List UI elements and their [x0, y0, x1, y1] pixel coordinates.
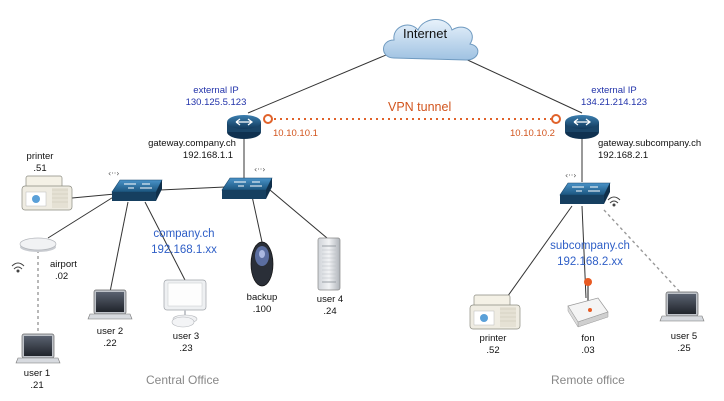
airport-name: airport — [50, 259, 77, 270]
remote-external-ip: 134.21.214.123 — [580, 97, 648, 108]
printer-ip: .51 — [33, 163, 47, 174]
remote-printer-name: printer — [479, 333, 507, 344]
svg-text:‹··›: ‹··› — [108, 169, 119, 178]
cloud-icon — [383, 19, 479, 61]
router-icon — [565, 115, 599, 139]
central-external-ip-label: external IP — [193, 85, 239, 96]
wifi-icon — [607, 196, 621, 207]
link-switch2-backup — [251, 195, 263, 243]
wireless-links — [37, 209, 681, 332]
user3-name: user 3 — [172, 331, 200, 342]
central-subnet-domain: company.ch — [153, 228, 215, 240]
port-indicator-icon: ‹··› ‹··› ‹··› — [108, 165, 576, 180]
printer-name: printer — [26, 151, 54, 162]
svg-text:‹··›: ‹··› — [565, 171, 576, 180]
fon-name: fon — [581, 333, 595, 344]
central-office-label: Central Office — [146, 373, 220, 387]
remote-external-ip-label: external IP — [591, 85, 637, 96]
remote-subnet-domain: subcompany.ch — [550, 240, 630, 252]
link-switch3-printer — [504, 205, 573, 301]
central-gateway-ip: 192.168.1.1 — [182, 150, 234, 161]
remote-subnet-range: 192.168.2.xx — [557, 256, 623, 268]
user1-ip: .21 — [30, 380, 44, 391]
vpn-endpoint-left — [263, 114, 273, 124]
imac-icon — [163, 279, 207, 324]
remote-office-label: Remote office — [551, 373, 625, 387]
vpn-tunnel-label: VPN tunnel — [388, 100, 452, 114]
user1-name: user 1 — [23, 368, 51, 379]
switch-icon — [111, 179, 163, 201]
airport-icon — [19, 237, 57, 252]
link-switch1-airport — [47, 195, 116, 239]
remote-gateway-name: gateway.subcompany.ch — [598, 138, 702, 149]
svg-text:‹··›: ‹··› — [254, 165, 265, 174]
backup-name: backup — [246, 292, 278, 303]
links — [47, 49, 587, 301]
central-gateway-name: gateway.company.ch — [148, 138, 236, 149]
central-subnet-range: 192.168.1.xx — [151, 244, 217, 256]
link-internet-gw2 — [445, 49, 583, 114]
router-icon — [227, 115, 261, 139]
switch-icon — [559, 182, 611, 204]
laptop-icon — [15, 333, 61, 364]
user2-name: user 2 — [96, 326, 124, 337]
tower-icon — [317, 237, 341, 291]
user3-ip: .23 — [179, 343, 193, 354]
vpn-left-ip: 10.10.10.1 — [273, 128, 318, 139]
mouse-icon — [171, 316, 195, 328]
fon-router-icon — [567, 278, 609, 328]
printer-icon — [469, 294, 521, 330]
airport-ip: .02 — [55, 271, 69, 282]
wireless-switch3-user5 — [603, 209, 681, 293]
internet-label: Internet — [403, 26, 448, 41]
wifi-icon — [11, 262, 25, 273]
link-switch1-user2 — [109, 201, 129, 293]
vpn-right-ip: 10.10.10.2 — [510, 128, 555, 139]
link-switch1-printer — [71, 193, 116, 199]
link-switch1-user3 — [144, 201, 187, 283]
fon-ip: .03 — [581, 345, 595, 356]
user4-ip: .24 — [323, 306, 337, 317]
link-internet-gw1 — [247, 49, 399, 114]
laptop-icon — [659, 291, 705, 322]
user5-name: user 5 — [670, 331, 698, 342]
user2-ip: .22 — [103, 338, 117, 349]
user4-name: user 4 — [316, 294, 344, 305]
switch-icon — [221, 177, 273, 199]
backup-mouse-icon — [250, 241, 274, 287]
backup-ip: .100 — [252, 304, 272, 315]
central-external-ip: 130.125.5.123 — [185, 97, 247, 108]
remote-printer-ip: .52 — [486, 345, 500, 356]
vpn-endpoint-right — [551, 114, 561, 124]
remote-gateway-ip: 192.168.2.1 — [598, 150, 649, 161]
user5-ip: .25 — [677, 343, 691, 354]
laptop-icon — [87, 289, 133, 320]
printer-icon — [21, 175, 73, 211]
link-switch1-switch2 — [159, 186, 226, 191]
link-switch2-user4 — [269, 189, 328, 239]
